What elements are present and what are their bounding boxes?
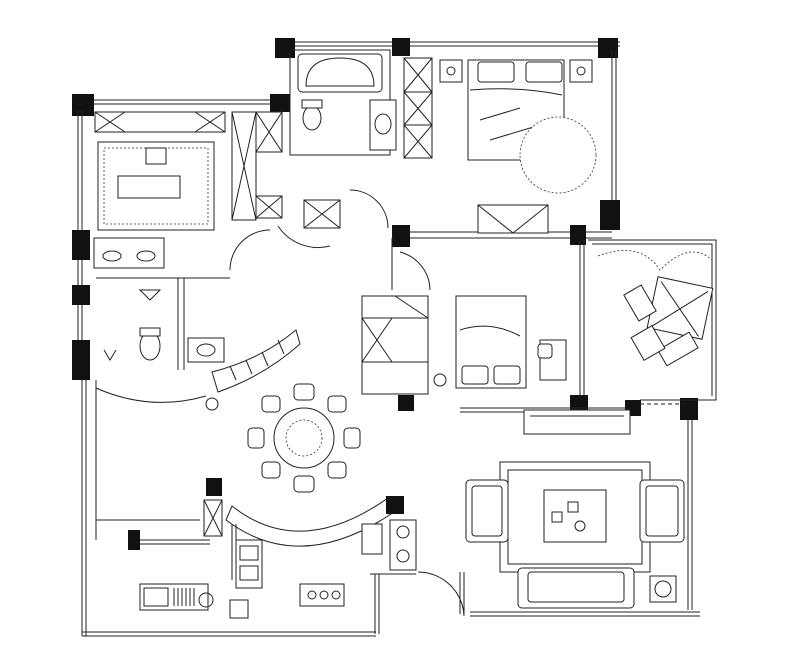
study-room bbox=[93, 111, 226, 269]
second-bedroom bbox=[361, 251, 567, 395]
guest-bathroom bbox=[96, 277, 230, 370]
walls bbox=[72, 38, 700, 637]
dining-area bbox=[205, 329, 395, 547]
living-room bbox=[465, 409, 685, 609]
master-bedroom bbox=[439, 59, 597, 234]
dining-chairs bbox=[247, 383, 361, 493]
master-bathroom bbox=[289, 49, 433, 159]
door-swings bbox=[95, 225, 331, 521]
closet-corridor bbox=[229, 111, 389, 271]
kitchen bbox=[139, 478, 465, 619]
balcony bbox=[588, 239, 717, 405]
